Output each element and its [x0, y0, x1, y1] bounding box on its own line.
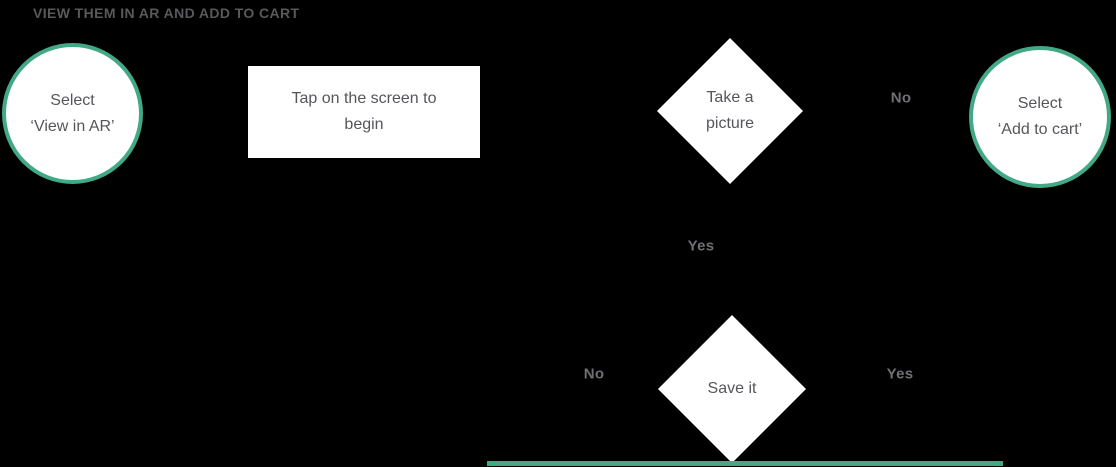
node-select-view-in-ar-text: Select ‘View in AR’	[30, 88, 114, 140]
node-select-add-to-cart: Select ‘Add to cart’	[969, 46, 1111, 188]
edge-label-save-it-no: No	[583, 365, 605, 383]
edge-label-take-picture-no: No	[890, 89, 912, 107]
node-save-it-text: Save it	[707, 380, 757, 397]
node-select-view-in-ar-line1: Select	[50, 91, 95, 109]
node-select-add-to-cart-text: Select ‘Add to cart’	[998, 91, 1082, 143]
node-take-a-picture-line1: Take a	[706, 89, 754, 106]
node-save-it: Save it	[658, 315, 806, 463]
node-take-a-picture-line2: picture	[705, 115, 755, 132]
edge-label-take-picture-yes: Yes	[687, 237, 715, 255]
node-tap-to-begin-text: Tap on the screen to begin	[291, 90, 437, 133]
node-tap-to-begin: Tap on the screen to begin	[248, 66, 480, 158]
node-take-a-picture-text: Take a picture	[706, 85, 754, 137]
edge-label-save-it-yes: Yes	[886, 365, 914, 383]
node-take-a-picture: Take a picture	[657, 38, 803, 184]
node-select-view-in-ar-line2: ‘View in AR’	[30, 117, 115, 135]
node-select-add-to-cart-line2: ‘Add to cart’	[997, 121, 1083, 138]
node-select-add-to-cart-line1: Select	[1017, 95, 1063, 112]
page-title: VIEW THEM IN AR AND ADD TO CART	[33, 5, 300, 21]
node-select-view-in-ar: Select ‘View in AR’	[2, 43, 143, 184]
bottom-accent-bar	[487, 461, 1003, 466]
